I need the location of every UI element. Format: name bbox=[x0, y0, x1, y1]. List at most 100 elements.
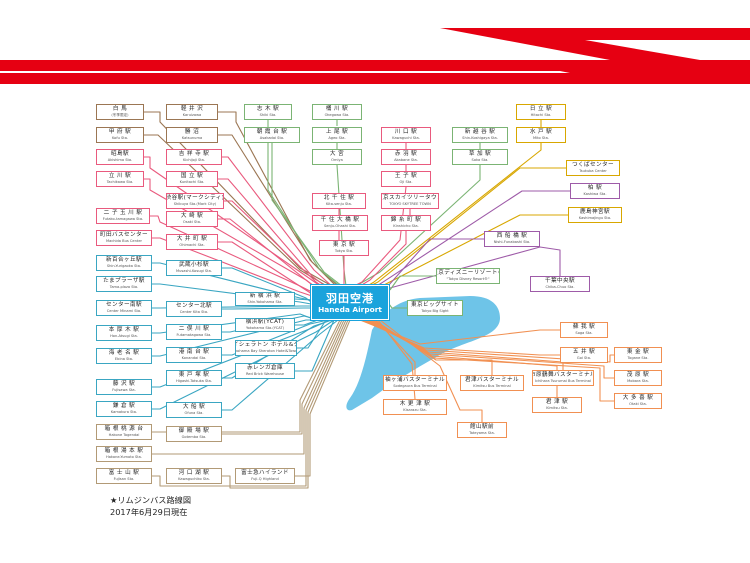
route-line-machida bbox=[152, 237, 313, 297]
route-line-akishima bbox=[144, 156, 327, 291]
footer-date: 2017年6月29日現在 bbox=[110, 507, 188, 517]
station-shibuya[interactable]: 渋谷駅(マークシティ)Shibuya Sta.(Mark City) bbox=[166, 193, 224, 209]
station-ycat[interactable]: 横浜駅(YCAT)Yokohama Sta.(YCAT) bbox=[235, 318, 295, 332]
station-name-en: Yokohama Sta.(YCAT) bbox=[245, 326, 285, 331]
station-name-jp: 志 木 駅 bbox=[256, 106, 280, 113]
station-name-en: Kinshicho Sta. bbox=[393, 224, 419, 229]
hub-name-jp: 羽田空港 bbox=[326, 291, 374, 305]
station-name-jp: 富士急ハイランド bbox=[241, 470, 289, 477]
station-name-en: Hakone Togendai bbox=[108, 433, 140, 438]
station-name-jp: 藤 沢 駅 bbox=[112, 381, 136, 388]
station-name-jp: 茂 原 駅 bbox=[626, 372, 650, 379]
station-name-jp: 西 船 橋 駅 bbox=[496, 233, 528, 240]
station-name-en: Kamakura Sta. bbox=[110, 410, 138, 415]
route-line-fujisawa bbox=[152, 319, 331, 388]
station-intercontinental[interactable]: 横浜ベイシェラトン ホテル&タワーズYokohama Bay Sheraton … bbox=[235, 340, 297, 356]
station-name-jp: 大 船 駅 bbox=[182, 404, 206, 411]
station-name-en: Machida Bus Center bbox=[105, 239, 143, 244]
station-name-jp: 日 立 駅 bbox=[529, 106, 553, 113]
station-name-en: Shibuya Sta.(Mark City) bbox=[173, 202, 217, 207]
station-name-jp: 町田バスセンター bbox=[100, 232, 148, 239]
station-name-en: Konandai Sta. bbox=[181, 356, 207, 361]
station-name-en: Shin-Yokohama Sta. bbox=[247, 300, 283, 305]
station-hakuba[interactable]: 白 馬(冬季限定) bbox=[96, 104, 144, 120]
station-disney[interactable]: 「東京ディズニーリゾート®」"Tokyo Disney Resort®" bbox=[436, 268, 500, 284]
station-skytree[interactable]: 東京スカイツリータウンTOKYO SKYTREE TOWN bbox=[381, 193, 439, 209]
station-name-jp: 本 厚 木 駅 bbox=[108, 327, 140, 334]
hub-haneda-airport[interactable]: 羽田空港 Haneda Airport bbox=[310, 284, 390, 321]
station-name-en: Red Brick Warehouse bbox=[245, 372, 285, 377]
station-name-jp: 海 老 名 駅 bbox=[108, 350, 140, 357]
station-name-jp: 白 馬 bbox=[112, 106, 128, 113]
station-name-jp: 大 井 町 駅 bbox=[176, 236, 208, 243]
route-lines bbox=[144, 111, 614, 489]
station-name-jp: 昭島駅 bbox=[111, 151, 129, 158]
